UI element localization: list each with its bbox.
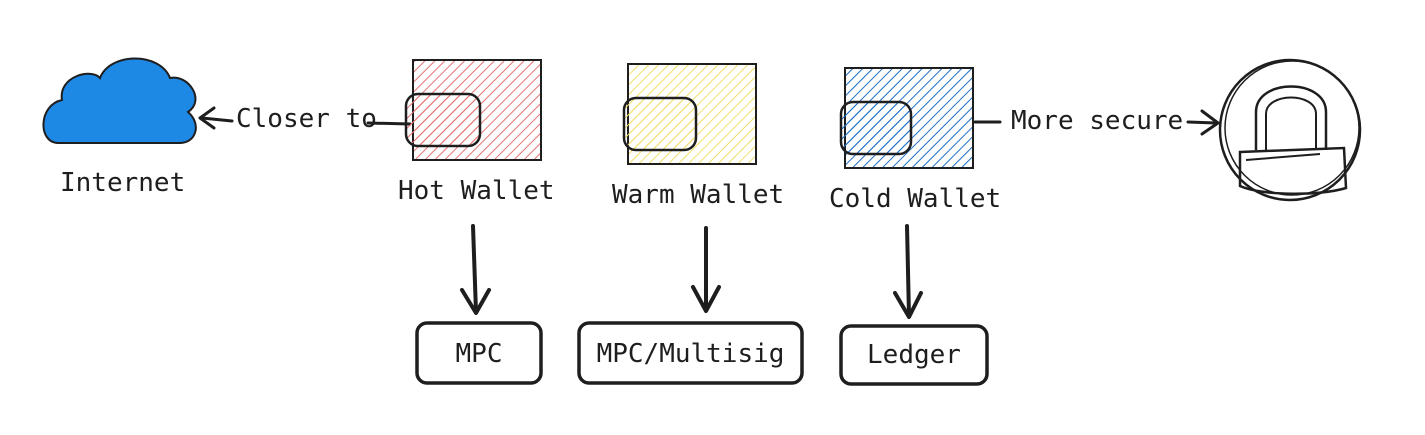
cloud-icon bbox=[42, 57, 197, 144]
cold-wallet-icon bbox=[839, 67, 974, 169]
warm-wallet-label: Warm Wallet bbox=[612, 180, 785, 210]
multisig-box bbox=[577, 321, 804, 385]
mpc-box bbox=[415, 321, 543, 385]
more-secure-label: More secure bbox=[1011, 106, 1184, 136]
hot-wallet-label: Hot Wallet bbox=[398, 176, 555, 206]
mpc-label: MPC bbox=[455, 339, 503, 369]
ledger-label: Ledger bbox=[867, 340, 961, 370]
hot-to-mpc-arrow bbox=[460, 224, 491, 315]
multisig-label: MPC/Multisig bbox=[596, 339, 785, 369]
internet-label: Internet bbox=[60, 168, 186, 198]
closer-to-arrow bbox=[198, 106, 412, 130]
ledger-box bbox=[839, 324, 989, 386]
closer-to-label: Closer to bbox=[236, 104, 377, 134]
warm-to-multisig-arrow bbox=[691, 226, 721, 313]
warm-wallet-icon bbox=[622, 63, 757, 165]
cold-wallet-label: Cold Wallet bbox=[829, 184, 1002, 214]
lock-icon bbox=[1218, 58, 1362, 202]
more-secure-arrow bbox=[973, 109, 1220, 136]
cold-to-ledger-arrow bbox=[893, 224, 923, 319]
hot-wallet-icon bbox=[404, 59, 542, 161]
